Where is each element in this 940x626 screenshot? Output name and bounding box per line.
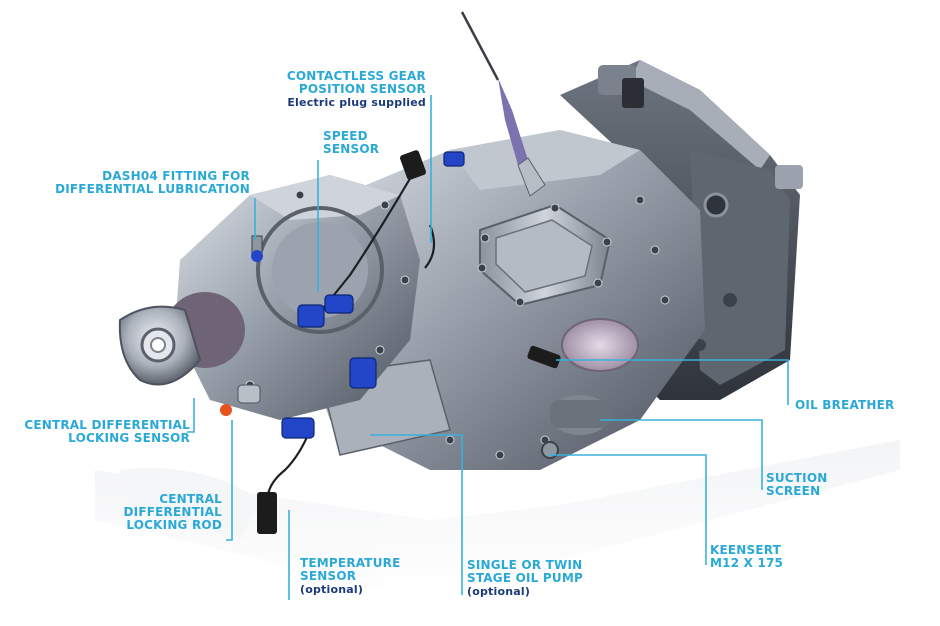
label-oil-pump-sub: (optional) xyxy=(467,585,531,598)
leader-oil-pump xyxy=(370,434,463,595)
leader-cdl-sensor xyxy=(187,398,195,433)
label-central-differential-locking-rod: CENTRAL DIFFERENTIAL LOCKING ROD xyxy=(110,493,222,532)
fittings xyxy=(220,235,263,416)
label-speed-sensor-line1: SPEED xyxy=(323,129,368,143)
label-oil-breather: OIL BREATHER xyxy=(795,399,895,412)
label-suction-screen-line2: SCREEN xyxy=(766,484,821,498)
label-speed-sensor-line2: SENSOR xyxy=(323,142,380,156)
label-gear-sensor-line1: CONTACTLESS GEAR xyxy=(286,69,426,83)
leader-suction-screen xyxy=(600,419,763,490)
label-speed-sensor: SPEED SENSOR xyxy=(323,130,379,156)
floor-reflection xyxy=(95,440,900,600)
label-gear-sensor-line2: POSITION SENSOR xyxy=(298,82,426,96)
label-cdl-rod-line3: LOCKING ROD xyxy=(126,518,222,532)
label-oil-pump-line2: STAGE OIL PUMP xyxy=(467,571,583,585)
gear-position-sensor-lead xyxy=(460,11,546,197)
label-dash04-line1: DASH04 FITTING FOR xyxy=(102,169,250,183)
blue-connectors xyxy=(281,151,465,439)
label-temp-sensor-sub: (optional) xyxy=(300,583,364,596)
leader-lines xyxy=(187,95,789,600)
label-gear-position-sensor: CONTACTLESS GEAR POSITION SENSOR Electri… xyxy=(248,69,426,110)
leader-keensert xyxy=(548,454,707,565)
label-cdl-sensor-line1: CENTRAL DIFFERENTIAL xyxy=(24,418,190,432)
label-central-differential-locking-sensor: CENTRAL DIFFERENTIAL LOCKING SENSOR xyxy=(10,419,190,445)
label-keensert-line1: KEENSERT xyxy=(710,543,782,557)
label-cdl-sensor-line2: LOCKING SENSOR xyxy=(68,431,190,445)
label-suction-screen: SUCTION SCREEN xyxy=(766,472,828,498)
leader-oil-breather xyxy=(556,359,789,405)
label-dash04-line2: DIFFERENTIAL LUBRICATION xyxy=(55,182,250,196)
label-cdl-rod-line2: DIFFERENTIAL xyxy=(123,505,222,519)
leader-cdl-rod xyxy=(226,420,233,541)
output-flange xyxy=(118,292,245,386)
label-gear-sensor-sub: Electric plug supplied xyxy=(287,96,426,109)
label-cdl-rod-line1: CENTRAL xyxy=(159,492,222,506)
label-temperature-sensor: TEMPERATURE SENSOR (optional) xyxy=(300,556,401,597)
label-keensert: KEENSERT M12 X 175 xyxy=(710,544,783,570)
label-oil-breather-line1: OIL BREATHER xyxy=(795,398,895,412)
label-oil-pump: SINGLE OR TWIN STAGE OIL PUMP (optional) xyxy=(467,558,583,599)
label-temp-sensor-line1: TEMPERATURE xyxy=(300,556,401,570)
label-dash04-fitting: DASH04 FITTING FOR DIFFERENTIAL LUBRICAT… xyxy=(40,170,250,196)
label-temp-sensor-line2: SENSOR xyxy=(300,569,357,583)
label-keensert-line2: M12 X 175 xyxy=(710,556,784,570)
black-connectors xyxy=(257,150,561,534)
label-oil-pump-line1: SINGLE OR TWIN xyxy=(467,558,583,572)
label-suction-screen-line1: SUCTION xyxy=(766,471,828,485)
